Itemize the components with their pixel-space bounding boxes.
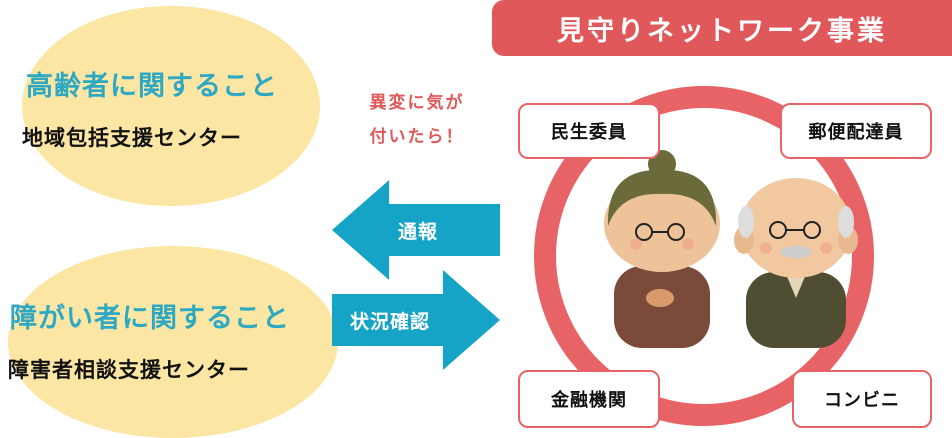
- member-postal-worker: 郵便配達員: [780, 103, 932, 159]
- grandma-figure: [604, 150, 720, 348]
- confirm-arrow: 状況確認: [332, 270, 500, 370]
- program-title-banner: 見守りネットワーク事業: [492, 0, 952, 56]
- grandpa-figure: [734, 178, 858, 348]
- elderly-couple-illustration: [604, 150, 858, 348]
- report-label: 通報: [398, 220, 439, 243]
- report-arrow: 通報: [332, 180, 500, 280]
- member-welfare-commissioner: 民生委員: [518, 103, 660, 159]
- elderly-title: 高齢者に関すること: [26, 71, 278, 102]
- elderly-bubble: [22, 6, 320, 206]
- alert-message: 異変に気が 付いたら！: [352, 86, 482, 154]
- disability-title: 障がい者に関すること: [10, 303, 290, 334]
- member-convenience-store: コンビニ: [792, 370, 932, 428]
- member-financial-institution: 金融機関: [518, 370, 660, 428]
- disability-center-name: 障害者相談支援センター: [8, 358, 250, 382]
- confirm-label: 状況確認: [350, 310, 431, 333]
- disability-bubble: [8, 246, 338, 438]
- alert-line-2: 付いたら！: [369, 127, 465, 147]
- elderly-center-name: 地域包括支援センター: [22, 126, 242, 150]
- alert-line-1: 異変に気が: [369, 93, 465, 113]
